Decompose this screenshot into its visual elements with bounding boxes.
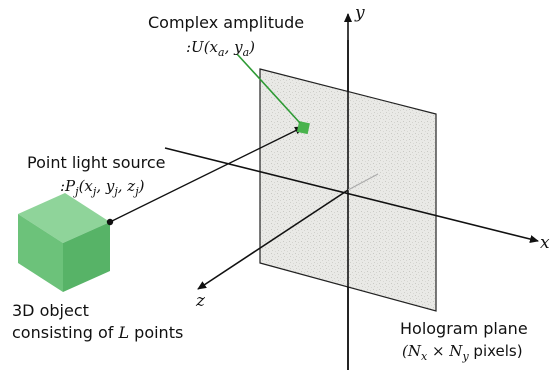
point-source-title: Point light source xyxy=(27,153,166,172)
hologram-pixel xyxy=(296,121,310,135)
complex-amplitude-title: Complex amplitude xyxy=(148,13,304,32)
complex-amplitude-expr: :U(xa, ya) xyxy=(186,38,255,59)
axis-x-label: x xyxy=(540,233,550,253)
cube-object xyxy=(18,193,110,292)
ray-line xyxy=(109,126,304,223)
object-label-line2: consisting of L points xyxy=(12,323,183,342)
hologram-plane-expr: (Nx × Ny pixels) xyxy=(402,342,523,363)
cube-top-face xyxy=(18,193,110,243)
hologram-plane-title: Hologram plane xyxy=(400,319,528,338)
x-axis-line xyxy=(164,147,539,243)
cube-left-face xyxy=(18,214,63,292)
object-label-line1: 3D object xyxy=(12,301,89,320)
origin-tick xyxy=(347,173,379,191)
point-source-expr: :Pj(xj, yj, zj) xyxy=(60,177,145,198)
axis-y-label: y xyxy=(354,3,365,23)
amplitude-pointer xyxy=(236,53,301,124)
z-axis-line xyxy=(197,189,349,290)
cube-right-face xyxy=(63,222,110,292)
axis-z-label: z xyxy=(195,291,206,311)
